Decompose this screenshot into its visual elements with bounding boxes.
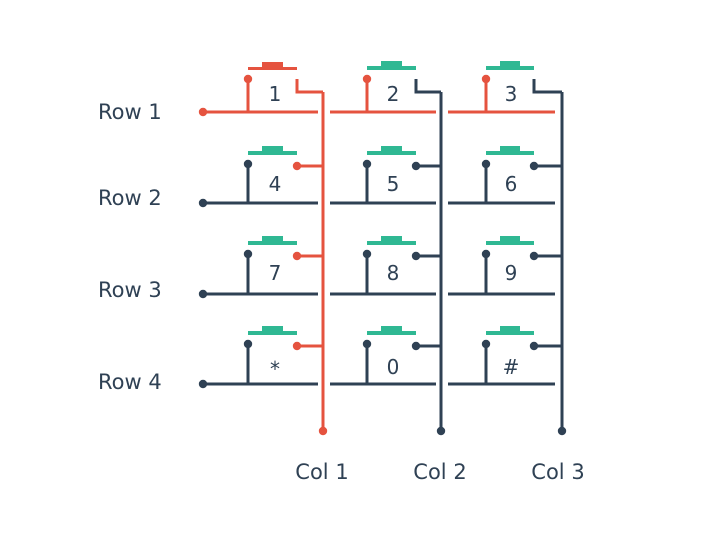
row-4-terminal-dot xyxy=(198,379,208,389)
switch-r2c2-cap xyxy=(381,146,402,152)
switch-r4c2-cap xyxy=(381,326,402,332)
key-label-4: 4 xyxy=(269,172,282,196)
switch-r1c3-col-stem xyxy=(532,79,562,94)
switch-r4c2-row-pin xyxy=(362,339,372,349)
switch-r1c3-row-pin xyxy=(481,74,491,84)
key-label-8: 8 xyxy=(387,261,400,285)
switch-r1c2-cap xyxy=(381,61,402,67)
switch-r1c3-cap-base xyxy=(486,66,534,70)
switch-r3c1-cap xyxy=(262,236,283,242)
switch-r3c2-cap-base xyxy=(367,241,416,245)
key-label-2: 2 xyxy=(387,82,400,106)
col-3-terminal-dot xyxy=(557,426,567,436)
switch-r2c3-cap-base xyxy=(486,151,534,155)
switch-r2c2-col-pin xyxy=(411,161,421,171)
row-2-label: Row 2 xyxy=(98,186,162,210)
switch-r4c1-cap-base xyxy=(248,331,297,335)
switch-r3c3-col-pin xyxy=(529,251,539,261)
switch-r4c2-cap-base xyxy=(367,331,416,335)
switch-r2c2-cap-base xyxy=(367,151,416,155)
switch-r1c1-cap xyxy=(262,62,283,68)
switch-r3c3-cap xyxy=(500,236,520,242)
switch-r4c1-col-pin xyxy=(292,341,302,351)
switch-r2c3-col-pin xyxy=(529,161,539,171)
col-3-label: Col 3 xyxy=(531,460,584,484)
switch-r4c1-row-pin xyxy=(243,339,253,349)
row-3-terminal-dot xyxy=(198,289,208,299)
switch-r1c1-contact-bar xyxy=(248,67,297,70)
switch-r3c1-col-pin xyxy=(292,251,302,261)
row-1-terminal-dot xyxy=(198,107,208,117)
wire-layer xyxy=(203,79,564,431)
switch-r2c1-cap xyxy=(262,146,283,152)
switch-r2c1-cap-base xyxy=(248,151,297,155)
key-label-0: 0 xyxy=(387,355,400,379)
switch-r3c1-cap-base xyxy=(248,241,297,245)
switch-r1c1-col-stem xyxy=(295,79,323,94)
col-1-label: Col 1 xyxy=(295,460,348,484)
switch-r1c2-col-stem xyxy=(414,79,441,94)
switch-r2c3-cap xyxy=(500,146,520,152)
switch-r1c1-row-pin xyxy=(243,74,253,84)
key-label-6: 6 xyxy=(505,172,518,196)
row-1-label: Row 1 xyxy=(98,100,162,124)
switch-r4c3-cap xyxy=(500,326,520,332)
switch-r3c1-row-pin xyxy=(243,249,253,259)
row-4-label: Row 4 xyxy=(98,370,162,394)
terminal-dot-layer xyxy=(198,74,567,436)
key-label-star: * xyxy=(270,357,280,381)
switch-r2c2-row-pin xyxy=(362,159,372,169)
switch-r4c3-cap-base xyxy=(486,331,534,335)
key-label-7: 7 xyxy=(269,261,282,285)
button-cap-layer xyxy=(248,61,534,335)
col-2-label: Col 2 xyxy=(413,460,466,484)
row-3-label: Row 3 xyxy=(98,278,162,302)
switch-r3c2-cap xyxy=(381,236,402,242)
switch-r2c3-row-pin xyxy=(481,159,491,169)
switch-r4c3-col-pin xyxy=(529,341,539,351)
key-label-5: 5 xyxy=(387,172,400,196)
switch-r2c1-col-pin xyxy=(292,161,302,171)
switch-r1c2-row-pin xyxy=(362,74,372,84)
switch-r3c3-row-pin xyxy=(481,249,491,259)
switch-r3c2-col-pin xyxy=(411,251,421,261)
row-2-terminal-dot xyxy=(198,198,208,208)
switch-r3c3-cap-base xyxy=(486,241,534,245)
switch-r1c2-cap-base xyxy=(367,66,416,70)
key-label-hash: # xyxy=(503,355,520,379)
col-1-terminal-dot xyxy=(318,426,328,436)
switch-r4c3-row-pin xyxy=(481,339,491,349)
switch-r4c1-cap xyxy=(262,326,283,332)
key-label-1: 1 xyxy=(269,82,282,106)
switch-r4c2-col-pin xyxy=(411,341,421,351)
switch-r2c1-row-pin xyxy=(243,159,253,169)
col-2-terminal-dot xyxy=(436,426,446,436)
switch-r1c3-cap xyxy=(500,61,520,67)
switch-r3c2-row-pin xyxy=(362,249,372,259)
key-label-9: 9 xyxy=(505,261,518,285)
key-label-3: 3 xyxy=(505,82,518,106)
